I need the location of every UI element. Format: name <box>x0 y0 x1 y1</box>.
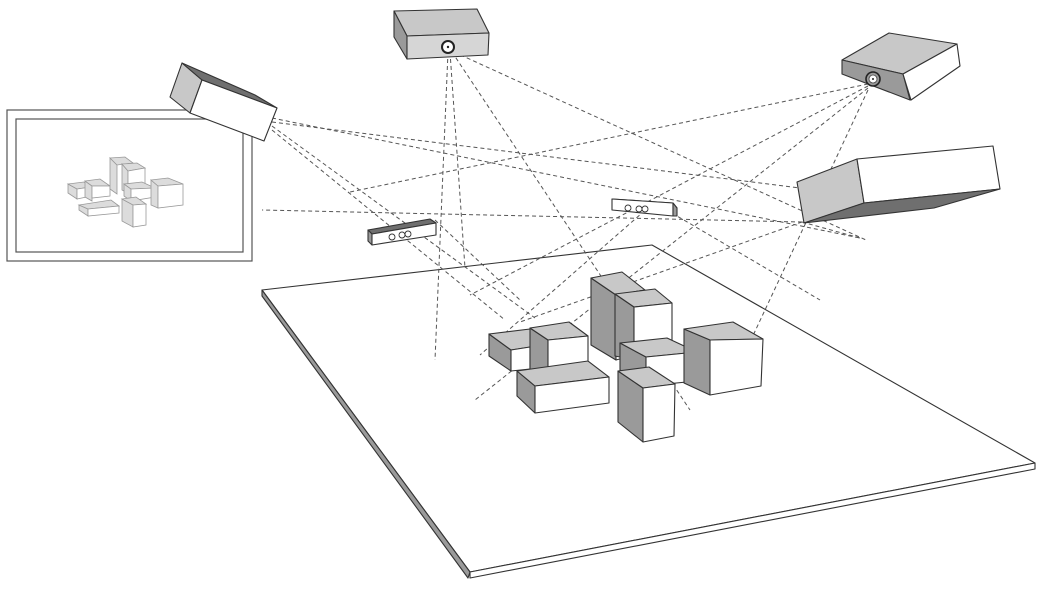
block-arrangement <box>488 271 764 443</box>
projection-rays <box>261 51 869 411</box>
depth-camera-left <box>367 218 437 246</box>
block-right-cube <box>683 321 764 396</box>
projector-top-center <box>393 8 490 60</box>
block-front-cube <box>617 366 676 443</box>
display-monitor <box>6 109 253 262</box>
projector-top-right <box>841 32 961 101</box>
block-front-long <box>516 360 610 414</box>
camera-lens-icon <box>641 205 649 213</box>
camera-lens-icon <box>624 204 632 212</box>
camera-lens-icon <box>388 233 396 241</box>
projector-top-left <box>169 62 278 142</box>
projector-right <box>796 145 1001 224</box>
monitor-block-render <box>66 156 184 228</box>
depth-camera-center <box>611 198 678 217</box>
camera-lens-icon <box>404 230 412 238</box>
